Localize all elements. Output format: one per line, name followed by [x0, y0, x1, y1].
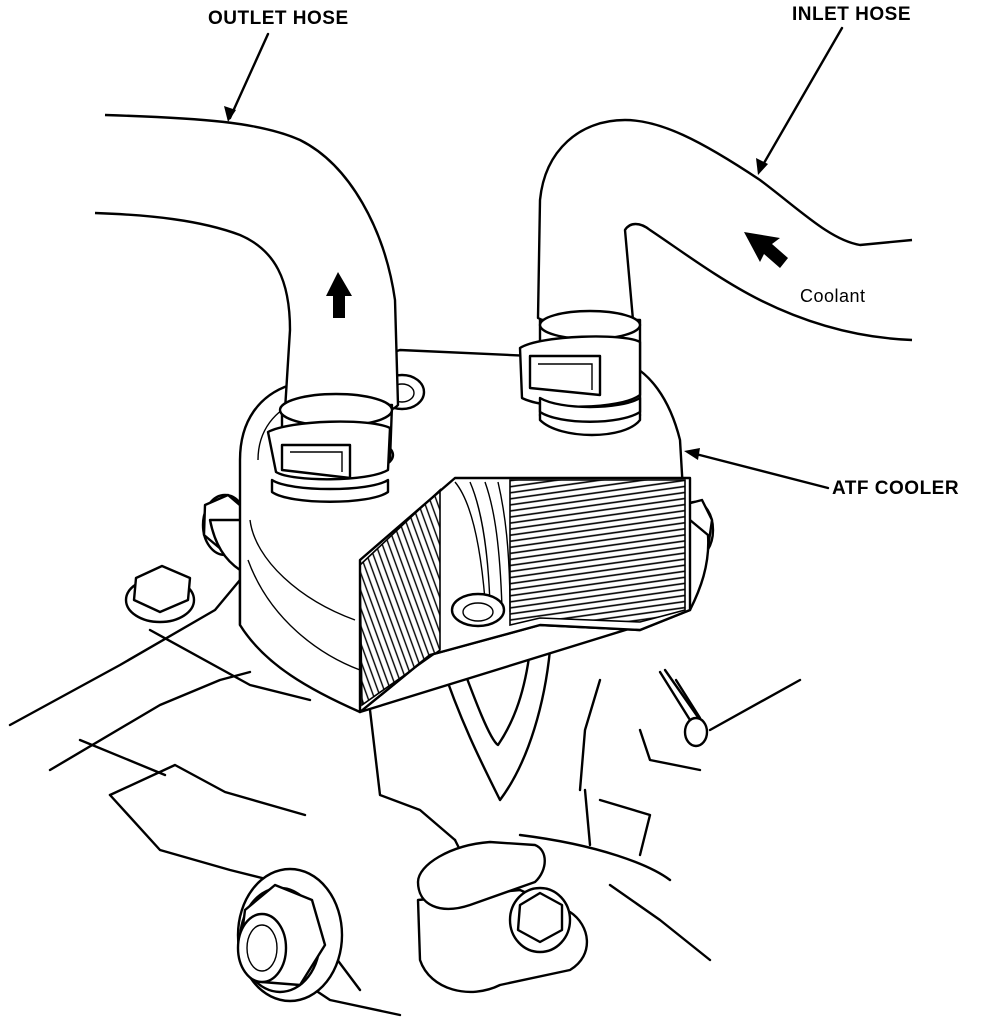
leader-lines	[224, 26, 844, 490]
atf-cooler-leader	[686, 450, 830, 490]
banjo-fitting	[236, 867, 344, 1003]
inlet-hose-label: INLET HOSE	[792, 4, 912, 25]
outlet-hose-leader	[228, 32, 270, 120]
transmission-case	[8, 578, 802, 1017]
coolant-label: Coolant	[800, 286, 866, 306]
bracket	[416, 840, 589, 993]
outlet-flow-arrow	[326, 272, 352, 318]
inlet-flow-arrow	[744, 232, 788, 268]
outlet-hose-label: OUTLET HOSE	[208, 8, 349, 29]
inlet-hose-leader	[758, 26, 844, 172]
mount-bolt-far-left	[124, 564, 196, 624]
outlet-hose-clamp	[266, 420, 392, 503]
inlet-hose-clamp	[518, 335, 642, 423]
atf-cooler-label: ATF COOLER	[832, 478, 960, 499]
